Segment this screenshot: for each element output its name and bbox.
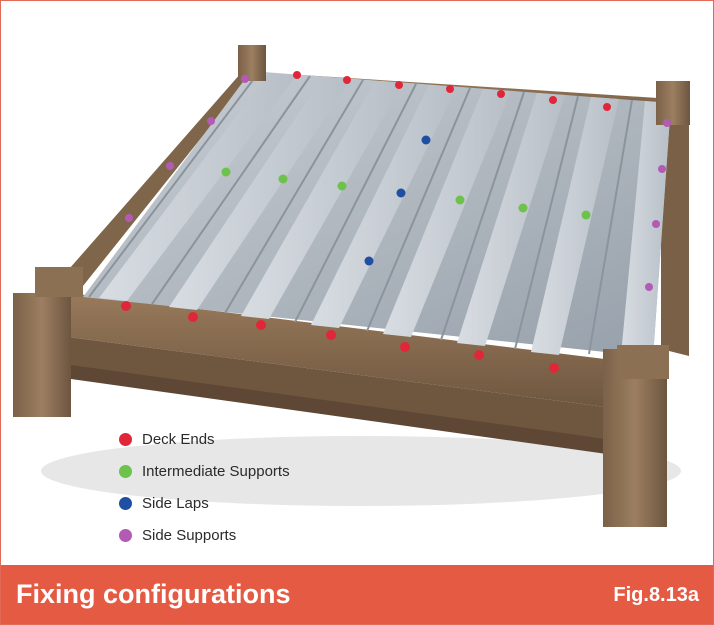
- column-rear-left: [238, 45, 266, 81]
- deck-end-fixings: [121, 71, 611, 373]
- front-beam-lower: [37, 333, 621, 441]
- column-front-left: [13, 293, 71, 417]
- figure-title: Fixing configurations: [16, 579, 291, 609]
- figure-reference: Fig.8.13a: [613, 584, 699, 606]
- legend-item-side-laps: Side Laps: [119, 487, 379, 519]
- column-front-left-cap: [35, 267, 83, 297]
- front-beam-web: [37, 289, 621, 409]
- intermediate-support-dot-icon: [119, 464, 132, 478]
- legend-item-intermediate-supports: Intermediate Supports: [119, 455, 379, 487]
- deck-ribs: [88, 71, 671, 357]
- deck-end-dot-icon: [119, 432, 132, 446]
- right-beam: [661, 105, 689, 356]
- legend-label: Side Laps: [142, 494, 209, 512]
- side-support-dot-icon: [119, 528, 132, 542]
- side-support-fixings: [125, 75, 671, 291]
- left-beam: [41, 73, 253, 301]
- intermediate-support-fixings: [221, 167, 591, 220]
- side-lap-dot-icon: [119, 496, 132, 510]
- legend-label: Intermediate Supports: [142, 462, 290, 480]
- column-rear-right: [656, 81, 690, 125]
- legend-item-deck-ends: Deck Ends: [119, 423, 379, 455]
- front-beam-flange: [71, 365, 621, 456]
- side-lap-fixings: [364, 135, 431, 266]
- column-front-right-cap: [617, 345, 669, 379]
- legend-label: Deck Ends: [142, 430, 215, 448]
- legend: Deck Ends Intermediate Supports Side Lap…: [119, 423, 379, 551]
- fixing-points: [121, 71, 671, 373]
- caption-bar: Fixing configurations Fig.8.13a: [1, 565, 713, 624]
- columns: [13, 45, 690, 527]
- legend-item-side-supports: Side Supports: [119, 519, 379, 551]
- steel-deck-diagram: [13, 45, 690, 527]
- ground-shadow: [41, 436, 681, 506]
- legend-label: Side Supports: [142, 526, 237, 544]
